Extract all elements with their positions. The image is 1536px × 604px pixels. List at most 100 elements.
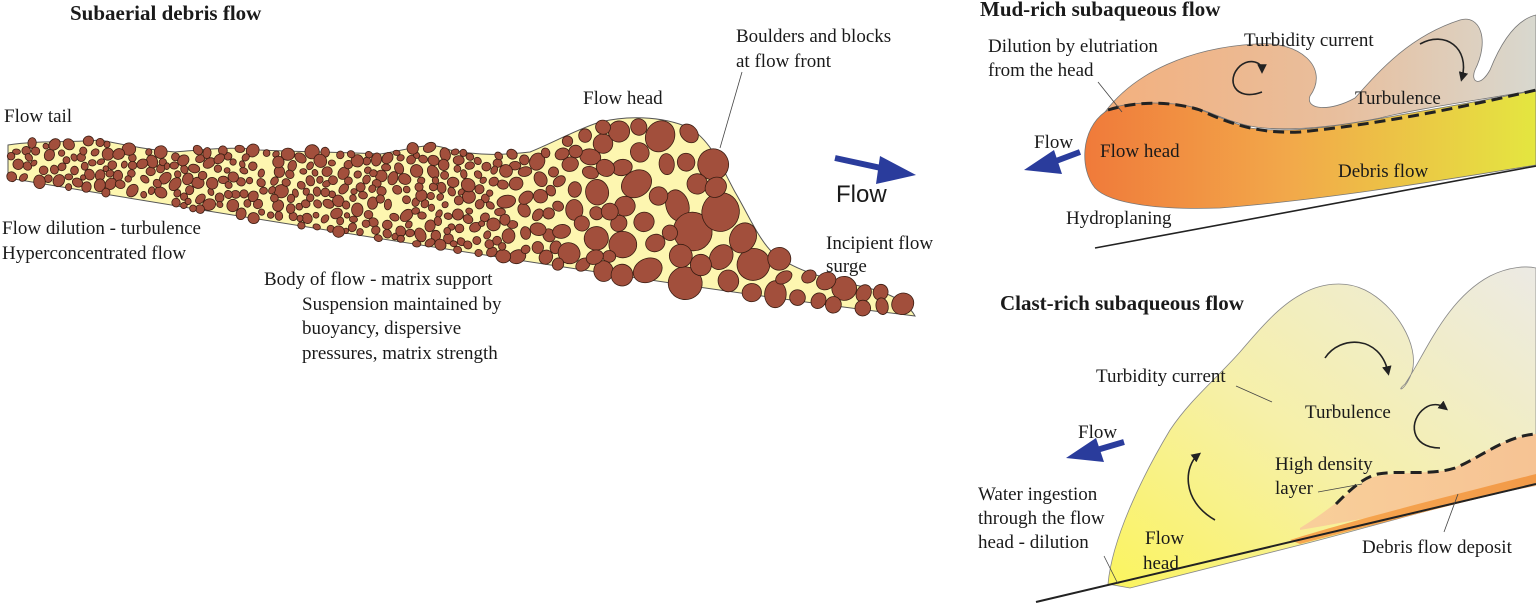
clast [492, 235, 502, 246]
clast [486, 189, 494, 197]
clast [321, 166, 333, 177]
clast [449, 240, 458, 248]
clast [585, 249, 604, 265]
clast-flow-arrow-label: Flow [1078, 422, 1117, 443]
subaerial-flow-head-label: Flow head [583, 88, 663, 109]
clast [446, 176, 460, 188]
clast [163, 162, 171, 170]
clast [126, 183, 139, 198]
clast [312, 223, 321, 231]
clast [195, 193, 206, 205]
clast [433, 216, 443, 226]
clast [52, 174, 65, 188]
clast [216, 201, 224, 208]
clast [661, 224, 678, 241]
clast [484, 239, 495, 249]
clast [396, 234, 405, 243]
clast [281, 178, 291, 187]
elutriation-label-1: Dilution by elutriation [988, 36, 1158, 57]
clast [630, 118, 648, 136]
clast [239, 167, 249, 175]
clast [358, 191, 368, 200]
clast [145, 148, 153, 156]
clast-turbulence-curl-1 [1324, 341, 1392, 376]
clast [501, 228, 516, 244]
clast [518, 190, 534, 205]
clast [12, 148, 21, 155]
clast [185, 185, 195, 196]
clast [257, 168, 265, 178]
clast [258, 208, 266, 216]
clast [189, 204, 197, 213]
clast [414, 227, 427, 243]
clast [676, 152, 696, 172]
clast [551, 257, 565, 271]
clast [347, 222, 357, 233]
clast [245, 176, 254, 185]
clast [427, 203, 435, 212]
clast [595, 119, 611, 135]
clast [389, 212, 400, 222]
clast [349, 194, 357, 202]
clast [105, 169, 115, 178]
clast-interface-line [1334, 432, 1536, 506]
mud-flow-arrow [1024, 149, 1082, 174]
clast [583, 226, 609, 251]
clast [21, 146, 31, 156]
clast [313, 153, 328, 168]
mud-base-line [1094, 165, 1536, 249]
clast [701, 192, 740, 232]
clast [417, 211, 427, 220]
clast [270, 193, 279, 203]
clast [368, 184, 377, 193]
clast [65, 183, 73, 191]
clast [174, 170, 182, 179]
clast [479, 176, 487, 184]
mud-rich-title: Mud-rich subaqueous flow [980, 0, 1221, 21]
clast [411, 207, 420, 215]
clast [299, 168, 308, 175]
mud-turbidity-label: Turbidity current [1244, 30, 1374, 51]
high-density-label-2: layer [1275, 478, 1314, 499]
clast [545, 184, 557, 197]
clast [344, 176, 353, 186]
flow-tail-label: Flow tail [4, 106, 72, 127]
clast [346, 150, 356, 159]
clast-group [6, 118, 915, 317]
clast [247, 190, 259, 203]
clast-turbidity-label: Turbidity current [1096, 366, 1226, 387]
clast [101, 147, 115, 161]
clast [140, 174, 150, 184]
clast [573, 215, 590, 232]
clast [381, 163, 392, 172]
clast [80, 174, 87, 181]
clast [124, 175, 132, 183]
water-ingestion-label-3: head - dilution [978, 532, 1089, 553]
clast [316, 175, 324, 184]
clast [459, 148, 468, 157]
clast [90, 148, 100, 157]
clast [153, 145, 168, 159]
clast [24, 153, 33, 162]
clast [529, 222, 547, 236]
clast [305, 175, 316, 187]
clast [57, 149, 66, 157]
clast [381, 151, 394, 165]
clast [267, 211, 275, 219]
clast [473, 170, 483, 179]
clast [531, 241, 544, 254]
water-ingestion-leader-line [1103, 555, 1119, 585]
clast [552, 200, 564, 212]
clast [405, 220, 413, 229]
clast [436, 193, 444, 201]
clast [382, 228, 392, 239]
clast [414, 182, 424, 192]
high-density-leader-line [1317, 483, 1363, 493]
body-label-4: pressures, matrix strength [302, 343, 498, 364]
clast-flow-head-label-1: Flow [1145, 528, 1184, 549]
clast [437, 158, 450, 171]
subaerial-flow-arrow [834, 155, 916, 184]
clast [224, 181, 233, 189]
clast [320, 187, 330, 198]
